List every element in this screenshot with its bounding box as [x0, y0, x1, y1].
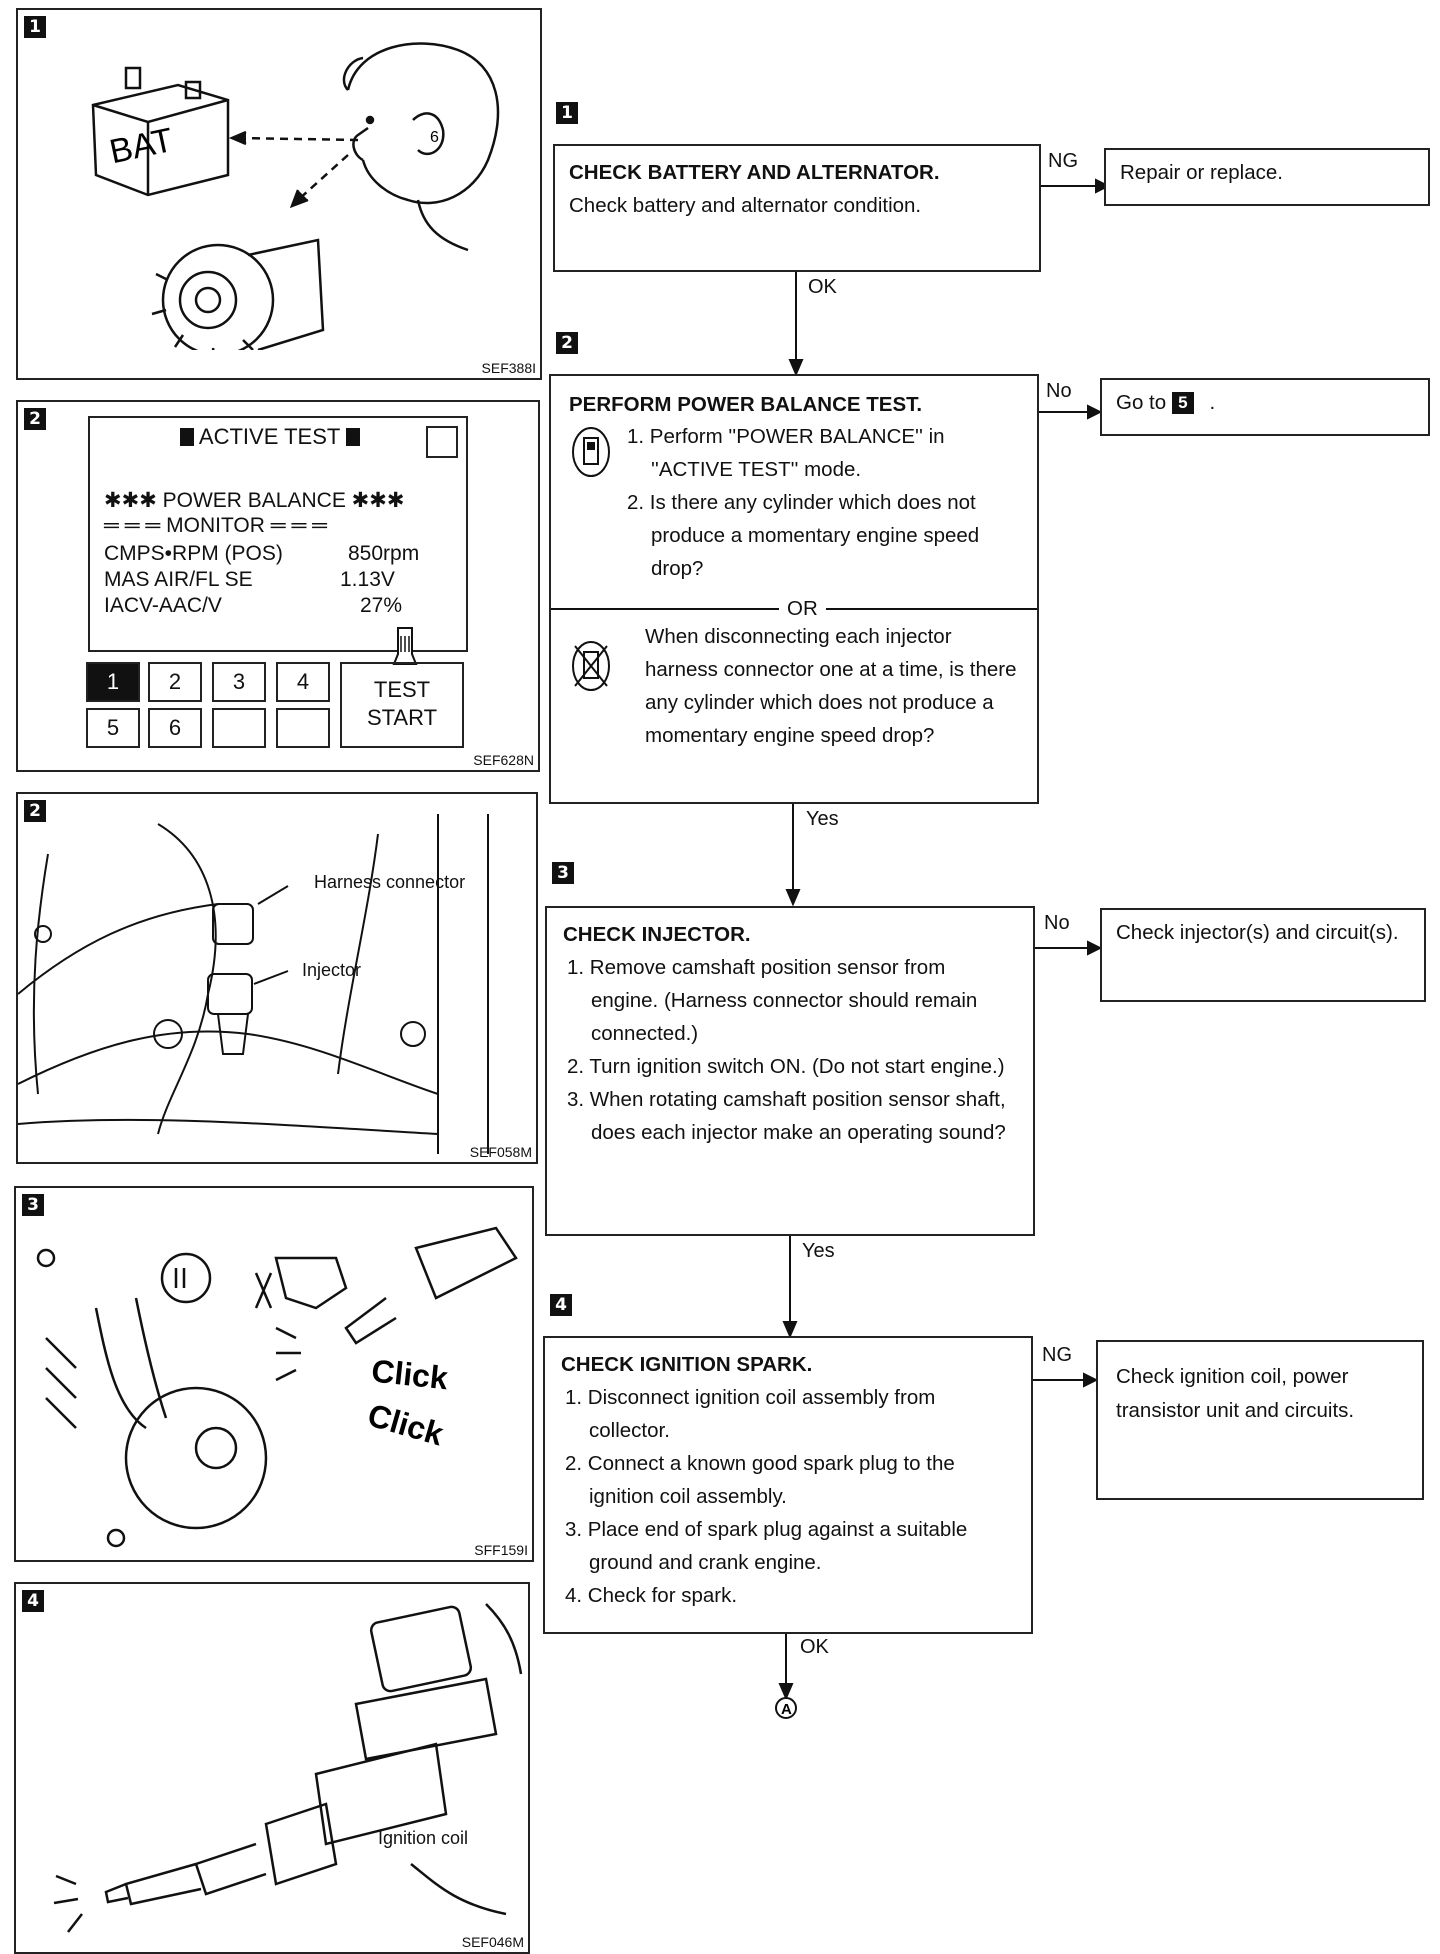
ng-label: NG — [1042, 1344, 1072, 1366]
step-number-badge: 2 — [24, 408, 46, 430]
step-number-badge: 2 — [24, 800, 46, 822]
connector-a-label: A — [781, 1701, 792, 1718]
ok-label: OK — [808, 276, 837, 298]
injector-label: Injector — [302, 960, 362, 980]
cylinder-button-empty[interactable] — [276, 708, 330, 748]
step-number-badge: 1 — [24, 16, 46, 38]
step-items: 1. Perform ''POWER BALANCE'' in ''ACTIVE… — [623, 420, 1023, 585]
screen-title: ACTIVE TEST — [198, 424, 340, 449]
step-item: 4. Check for spark. — [565, 1584, 738, 1607]
illustration-consult-screen: 2 ACTIVE TEST ✱✱✱ POWER BALANCE ✱✱✱ ═ ═ … — [16, 400, 540, 772]
cylinder-button-1[interactable]: 1 — [86, 662, 140, 702]
figure-code: SFF159I — [474, 1542, 528, 1558]
step-item: 3. When rotating camshaft position senso… — [567, 1088, 1006, 1144]
click-sound-text: Click — [370, 1353, 450, 1397]
step-title: CHECK IGNITION SPARK. — [561, 1353, 813, 1376]
illustration-ignition-coil: 4 Ignition coil SEF046M — [14, 1582, 530, 1954]
screen-row-value: 850rpm — [348, 542, 420, 565]
step-item: 2. Is there any cylinder which does not … — [627, 491, 980, 580]
svg-text:6: 6 — [430, 129, 439, 146]
step-items: 1. Remove camshaft position sensor from … — [563, 951, 1017, 1149]
consult-display: ACTIVE TEST ✱✱✱ POWER BALANCE ✱✱✱ ═ ═ ═ … — [88, 416, 468, 652]
pointing-hand-icon — [392, 627, 418, 665]
step-item: 1. Remove camshaft position sensor from … — [567, 956, 978, 1045]
step-title: PERFORM POWER BALANCE TEST. — [569, 393, 923, 416]
figure-code: SEF058M — [469, 1144, 532, 1160]
go-to-suffix: . — [1209, 391, 1216, 414]
ok-label: OK — [800, 1636, 829, 1658]
step-number-badge: 4 — [22, 1590, 44, 1612]
figure-code: SEF388I — [481, 360, 536, 376]
step-item: 3. Place end of spark plug against a sui… — [565, 1518, 968, 1574]
step-number-badge: 3 — [22, 1194, 44, 1216]
harness-connector-label: Harness connector — [314, 872, 466, 892]
no-label: No — [1044, 912, 1070, 934]
step-number-badge: 4 — [550, 1294, 572, 1316]
step-number-badge: 2 — [556, 332, 578, 354]
screen-line-monitor: ═ ═ ═ MONITOR ═ ═ ═ — [104, 514, 328, 537]
figure-code: SEF046M — [461, 1934, 524, 1950]
ng-label: NG — [1048, 150, 1078, 172]
no-consult-tool-icon — [572, 641, 610, 691]
step-check-injector: CHECK INJECTOR. 1. Remove camshaft posit… — [545, 906, 1035, 1236]
screen-line-power-balance: ✱✱✱ POWER BALANCE ✱✱✱ — [104, 489, 405, 512]
illustration-injector-click: 3 Click Click SFF159I — [14, 1186, 534, 1562]
illustration-harness-injector: 2 Harness connector Injector SEF058M — [16, 792, 538, 1164]
consult-tool-icon — [572, 427, 610, 477]
cylinder-button-5[interactable]: 5 — [86, 708, 140, 748]
step-alt-text: When disconnecting each injector harness… — [645, 625, 1017, 747]
cylinder-button-2[interactable]: 2 — [148, 662, 202, 702]
go-to-step-badge: 5 — [1171, 392, 1194, 414]
illustration-battery-alternator: 1 BAT 6 SEF388I — [16, 8, 542, 380]
step-title: CHECK BATTERY AND ALTERNATOR. — [569, 161, 940, 184]
result-go-to-5: Go to 5 . — [1100, 378, 1430, 436]
figure-code: SEF628N — [473, 752, 534, 768]
step-number-badge: 1 — [556, 102, 578, 124]
step-check-ignition-spark: CHECK IGNITION SPARK. 1. Disconnect igni… — [543, 1336, 1033, 1634]
step-item: 2. Connect a known good spark plug to th… — [565, 1452, 955, 1508]
battery-alternator-drawing: BAT 6 — [91, 42, 500, 350]
step-title: CHECK INJECTOR. — [563, 923, 751, 946]
result-repair-replace: Repair or replace. — [1104, 148, 1430, 206]
go-to-text: Go to — [1116, 391, 1167, 414]
no-label: No — [1046, 380, 1072, 402]
rotating-sensor-drawing: Click Click — [36, 1226, 518, 1548]
step-items: 1. Disconnect ignition coil assembly fro… — [561, 1381, 1015, 1612]
step-item: 1. Perform ''POWER BALANCE'' in ''ACTIVE… — [627, 425, 945, 481]
step-check-battery: CHECK BATTERY AND ALTERNATOR. Check batt… — [553, 144, 1041, 272]
screen-row-label: CMPS•RPM (POS) — [104, 542, 283, 565]
step-number-badge: 3 — [552, 862, 574, 884]
yes-label: Yes — [806, 808, 839, 830]
test-start-label-line: START — [366, 705, 438, 730]
test-start-label-line: TEST — [373, 677, 431, 702]
screen-checkbox — [426, 426, 458, 458]
result-check-ignition-coil: Check ignition coil, power transistor un… — [1096, 1340, 1424, 1500]
engine-injector-drawing — [18, 814, 489, 1154]
or-label: OR — [779, 592, 826, 625]
screen-row-value: 27% — [360, 594, 403, 617]
screen-title-row: ACTIVE TEST — [180, 424, 361, 450]
cylinder-button-6[interactable]: 6 — [148, 708, 202, 748]
screen-row-label: MAS AIR/FL SE — [104, 568, 253, 591]
cylinder-button-4[interactable]: 4 — [276, 662, 330, 702]
screen-row-value: 1.13V — [340, 568, 395, 591]
screen-row-label: IACV-AAC/V — [104, 594, 222, 617]
step-item: 1. Disconnect ignition coil assembly fro… — [565, 1386, 936, 1442]
step-power-balance: PERFORM POWER BALANCE TEST. 1. Perform '… — [549, 374, 1039, 804]
ignition-coil-drawing — [53, 1603, 523, 1933]
cylinder-button-empty[interactable] — [212, 708, 266, 748]
step-item: 2. Turn ignition switch ON. (Do not star… — [567, 1055, 1005, 1078]
test-start-button[interactable]: TEST START — [340, 662, 464, 748]
result-check-injector: Check injector(s) and circuit(s). — [1100, 908, 1426, 1002]
step-body: Check battery and alternator condition. — [569, 194, 922, 217]
yes-label: Yes — [802, 1240, 835, 1262]
cylinder-button-3[interactable]: 3 — [212, 662, 266, 702]
ignition-coil-label: Ignition coil — [378, 1828, 469, 1848]
